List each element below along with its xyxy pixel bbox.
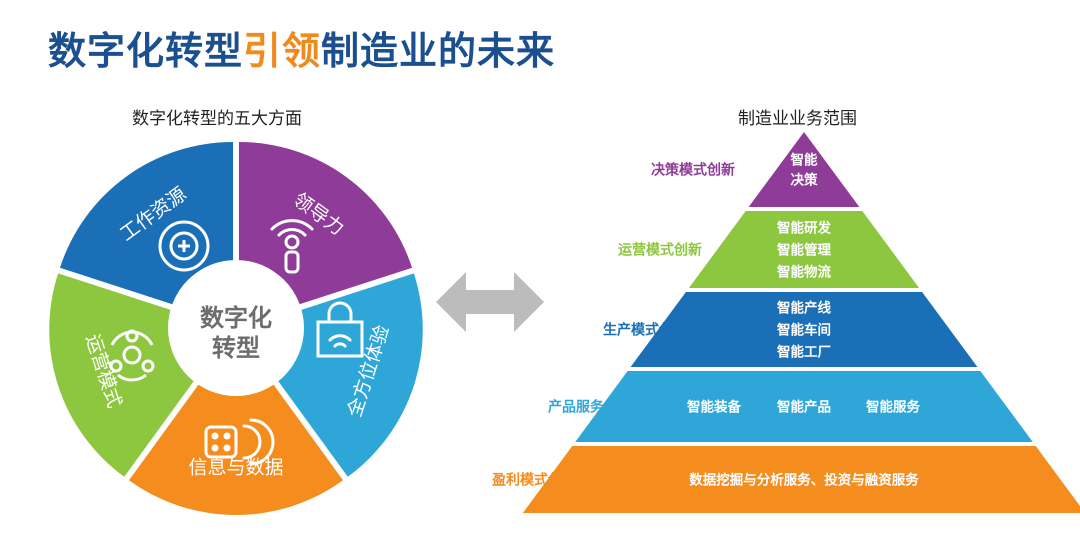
right-subtitle: 制造业业务范围 <box>738 109 857 129</box>
pyramid-band-decision <box>748 132 860 207</box>
pyramid-item: 数据挖掘与分析服务、投资与融资服务 <box>689 472 919 489</box>
title-part1: 数字化转型 <box>48 29 244 73</box>
network-hub-icon <box>109 329 155 382</box>
title-part2: 制造业的未来 <box>321 29 556 73</box>
title-highlight: 引领 <box>243 29 322 73</box>
level-label-operation: 运营模式创新 <box>618 242 702 259</box>
pyramid-item: 智能服务 <box>866 399 920 416</box>
pyramid-item: 决策 <box>791 172 819 189</box>
level-label-profit: 盈利模式创新 <box>491 472 576 489</box>
level-label-product-service: 产品服务创新 <box>548 399 632 416</box>
double-arrow-icon <box>436 272 544 332</box>
page-title: 数字化转型引领制造业的未来 <box>48 20 555 75</box>
hub-line-1: 数字化 <box>200 304 272 332</box>
pyramid-item: 智能工厂 <box>777 344 831 361</box>
hub-circle <box>168 260 304 396</box>
level-label-production: 生产模式创新 <box>603 322 687 339</box>
pyramid-band-product-service <box>575 371 1033 442</box>
pyramid-item: 智能管理 <box>777 242 831 259</box>
pyramid-item: 智能 <box>791 152 819 169</box>
pyramid-item: 智能装备 <box>687 399 741 416</box>
level-label-decision: 决策模式创新 <box>651 162 735 179</box>
resource-gear-icon <box>158 220 210 272</box>
hub: 数字化 转型 <box>168 260 304 396</box>
pyramid-band-operation <box>688 211 920 288</box>
data-chip-signal-icon <box>204 418 275 466</box>
pyramid-item: 智能产线 <box>777 300 831 317</box>
shopping-bag-wifi-icon <box>316 301 364 358</box>
segment-info-data <box>129 333 343 515</box>
pyramid-band-production <box>630 292 978 367</box>
hub-line-2: 转型 <box>212 334 260 362</box>
left-subtitle: 数字化转型的五大方面 <box>132 109 302 129</box>
podcast-mic-icon <box>270 219 314 274</box>
segment-label-info-data: 信息与数据 <box>188 457 283 479</box>
pyramid-item: 智能车间 <box>777 322 831 339</box>
pyramid-band-profit <box>522 446 1080 513</box>
pyramid-item: 智能物流 <box>777 264 831 281</box>
pyramid-item: 智能产品 <box>777 399 831 416</box>
pyramid-item: 智能研发 <box>777 220 831 237</box>
